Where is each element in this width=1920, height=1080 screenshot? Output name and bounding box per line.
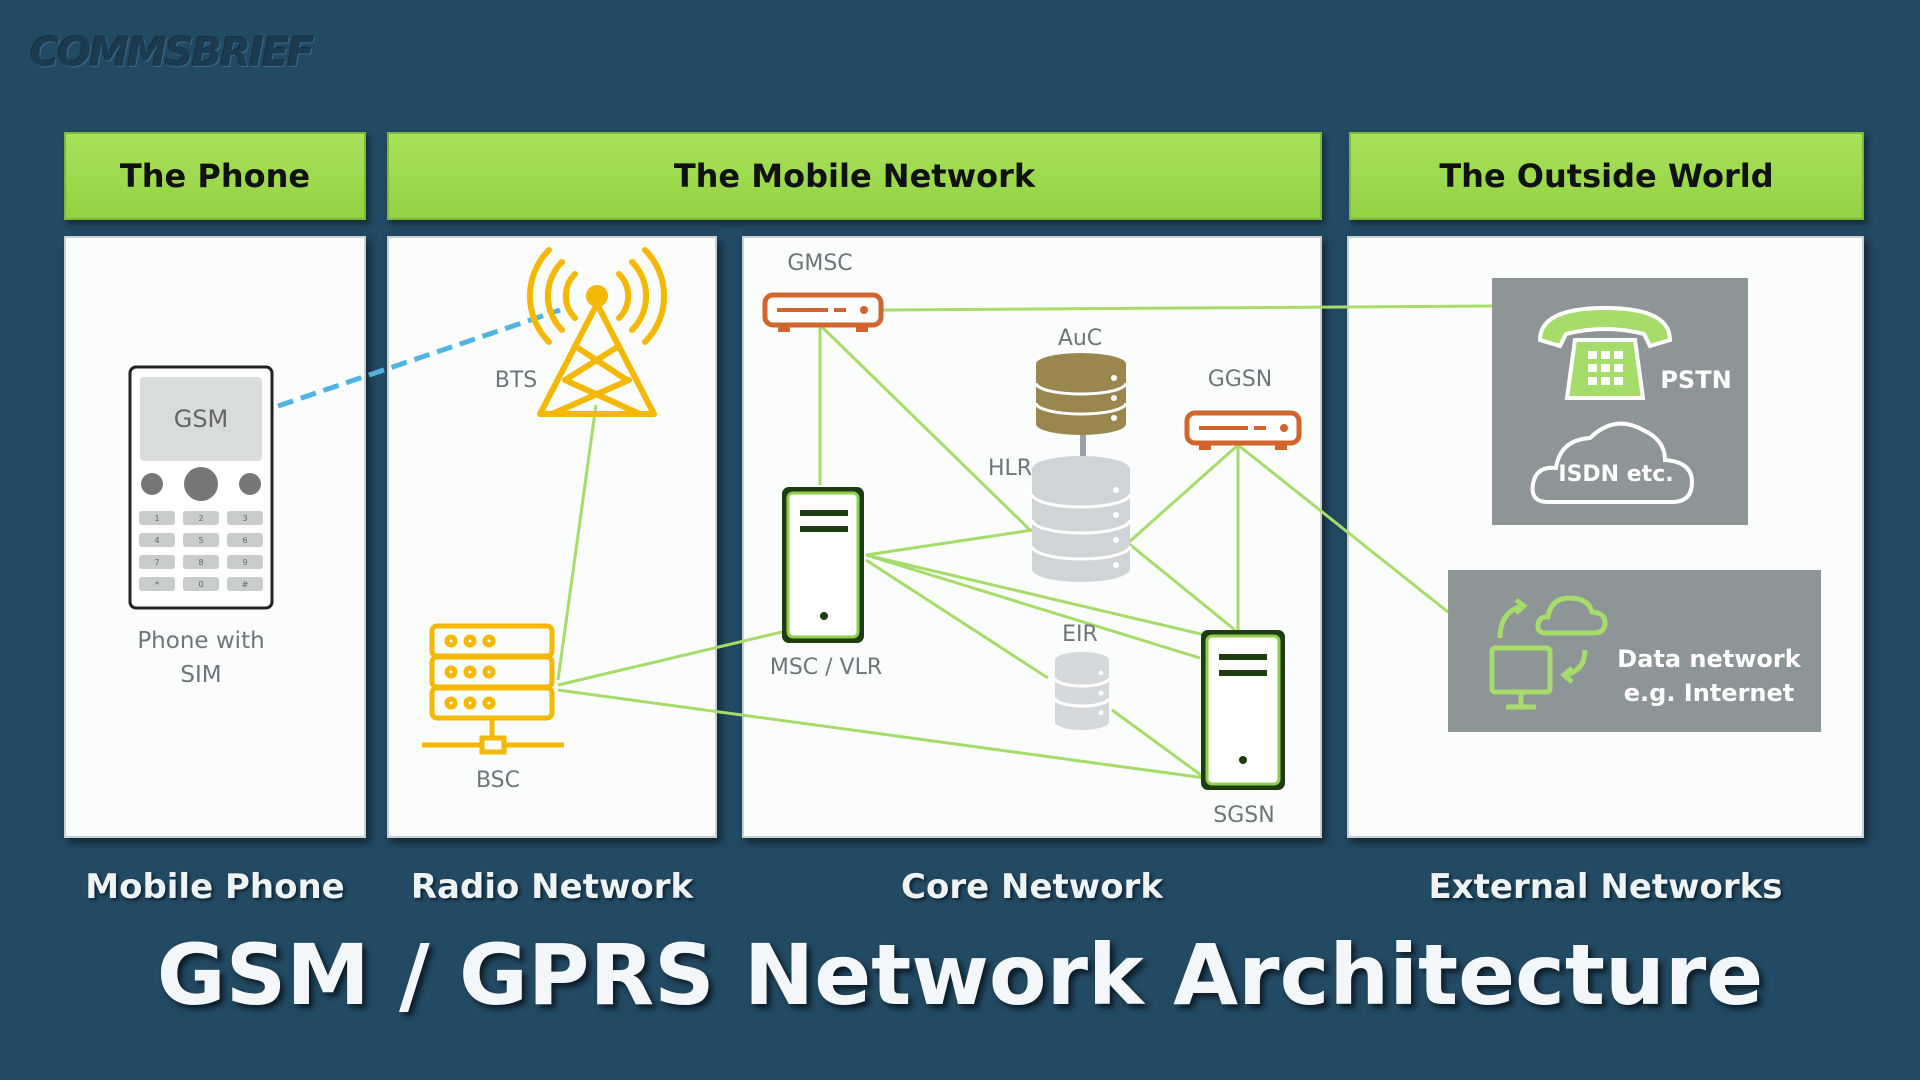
section-radio-network: Radio Network — [410, 867, 694, 907]
msc-vlr-server-icon — [782, 487, 864, 643]
auc-label: AuC — [1057, 326, 1103, 351]
eir-label: EIR — [1062, 622, 1098, 647]
key-7: 7 — [154, 558, 159, 567]
computer-cloud-icon — [1489, 595, 1608, 710]
key-0: 0 — [198, 580, 203, 589]
header-the-phone: The Phone — [64, 132, 366, 220]
link-bts-bsc — [556, 404, 598, 681]
telephone-keypad — [1588, 351, 1623, 385]
core-links — [556, 304, 1493, 780]
ggsn-label: GGSN — [1207, 367, 1273, 392]
radio-link — [277, 307, 561, 409]
eir-database-icon — [1053, 652, 1111, 730]
link-gmsc-pstn — [882, 304, 1493, 312]
key-1: 1 — [154, 514, 159, 523]
header-the-mobile-network: The Mobile Network — [387, 132, 1322, 220]
section-mobile-phone: Mobile Phone — [85, 867, 345, 907]
key-hash: # — [242, 580, 249, 589]
diagram-title: GSM / GPRS Network Architecture — [156, 926, 1764, 1024]
auc-database-icon — [1034, 353, 1128, 462]
phone-caption-line1: Phone with — [137, 628, 265, 654]
key-3: 3 — [242, 514, 247, 523]
hlr-label: HLR — [987, 456, 1033, 481]
gmsc-router-icon — [762, 292, 884, 332]
bsc-icon — [422, 623, 564, 755]
data-network-label-line2: e.g. Internet — [1623, 679, 1795, 707]
mobile-phone-icon: 1 2 3 4 5 6 7 8 9 * 0 # — [128, 365, 274, 610]
gmsc-label: GMSC — [787, 251, 853, 276]
key-6: 6 — [242, 536, 247, 545]
link-msc-hlr — [865, 528, 1034, 557]
isdn-label: ISDN etc. — [1558, 462, 1674, 487]
commsbrief-logo: COMMSBRIEF — [30, 30, 315, 76]
isdn-cloud-icon — [1530, 421, 1695, 504]
sgsn-server-icon — [1201, 630, 1285, 790]
phone-screen-label: GSM — [173, 405, 229, 433]
key-star: * — [155, 580, 159, 589]
hlr-database-icon — [1030, 456, 1132, 582]
section-external-networks: External Networks — [1428, 867, 1783, 907]
key-8: 8 — [198, 558, 203, 567]
link-hlr-sgsn — [1127, 541, 1236, 632]
ggsn-router-icon — [1184, 410, 1302, 450]
sgsn-label: SGSN — [1213, 803, 1275, 828]
msc-vlr-label: MSC / VLR — [769, 655, 883, 680]
link-ggsn-data — [1237, 443, 1449, 614]
header-the-outside-world: The Outside World — [1349, 132, 1864, 220]
data-network-label-line1: Data network — [1617, 645, 1801, 673]
link-msc-sgsn2 — [865, 553, 1201, 660]
radio-network-panel — [387, 236, 717, 838]
link-bsc-msc — [557, 630, 783, 687]
link-eir-sgsn — [1111, 708, 1206, 780]
key-9: 9 — [242, 558, 247, 567]
phone-caption-line2: SIM — [180, 662, 222, 688]
key-5: 5 — [198, 536, 203, 545]
pstn-label: PSTN — [1660, 366, 1732, 394]
link-msc-sgsn — [865, 553, 1206, 637]
link-gmsc-hlr — [818, 323, 1032, 532]
bsc-label: BSC — [475, 768, 521, 793]
key-2: 2 — [198, 514, 203, 523]
section-core-network: Core Network — [901, 867, 1163, 907]
link-bsc-sgsn — [557, 688, 1206, 780]
bts-label: BTS — [494, 368, 538, 393]
bts-tower-icon — [526, 247, 668, 417]
key-4: 4 — [154, 536, 159, 545]
link-msc-eir — [865, 558, 1049, 680]
link-ggsn-hlr — [1127, 443, 1239, 545]
